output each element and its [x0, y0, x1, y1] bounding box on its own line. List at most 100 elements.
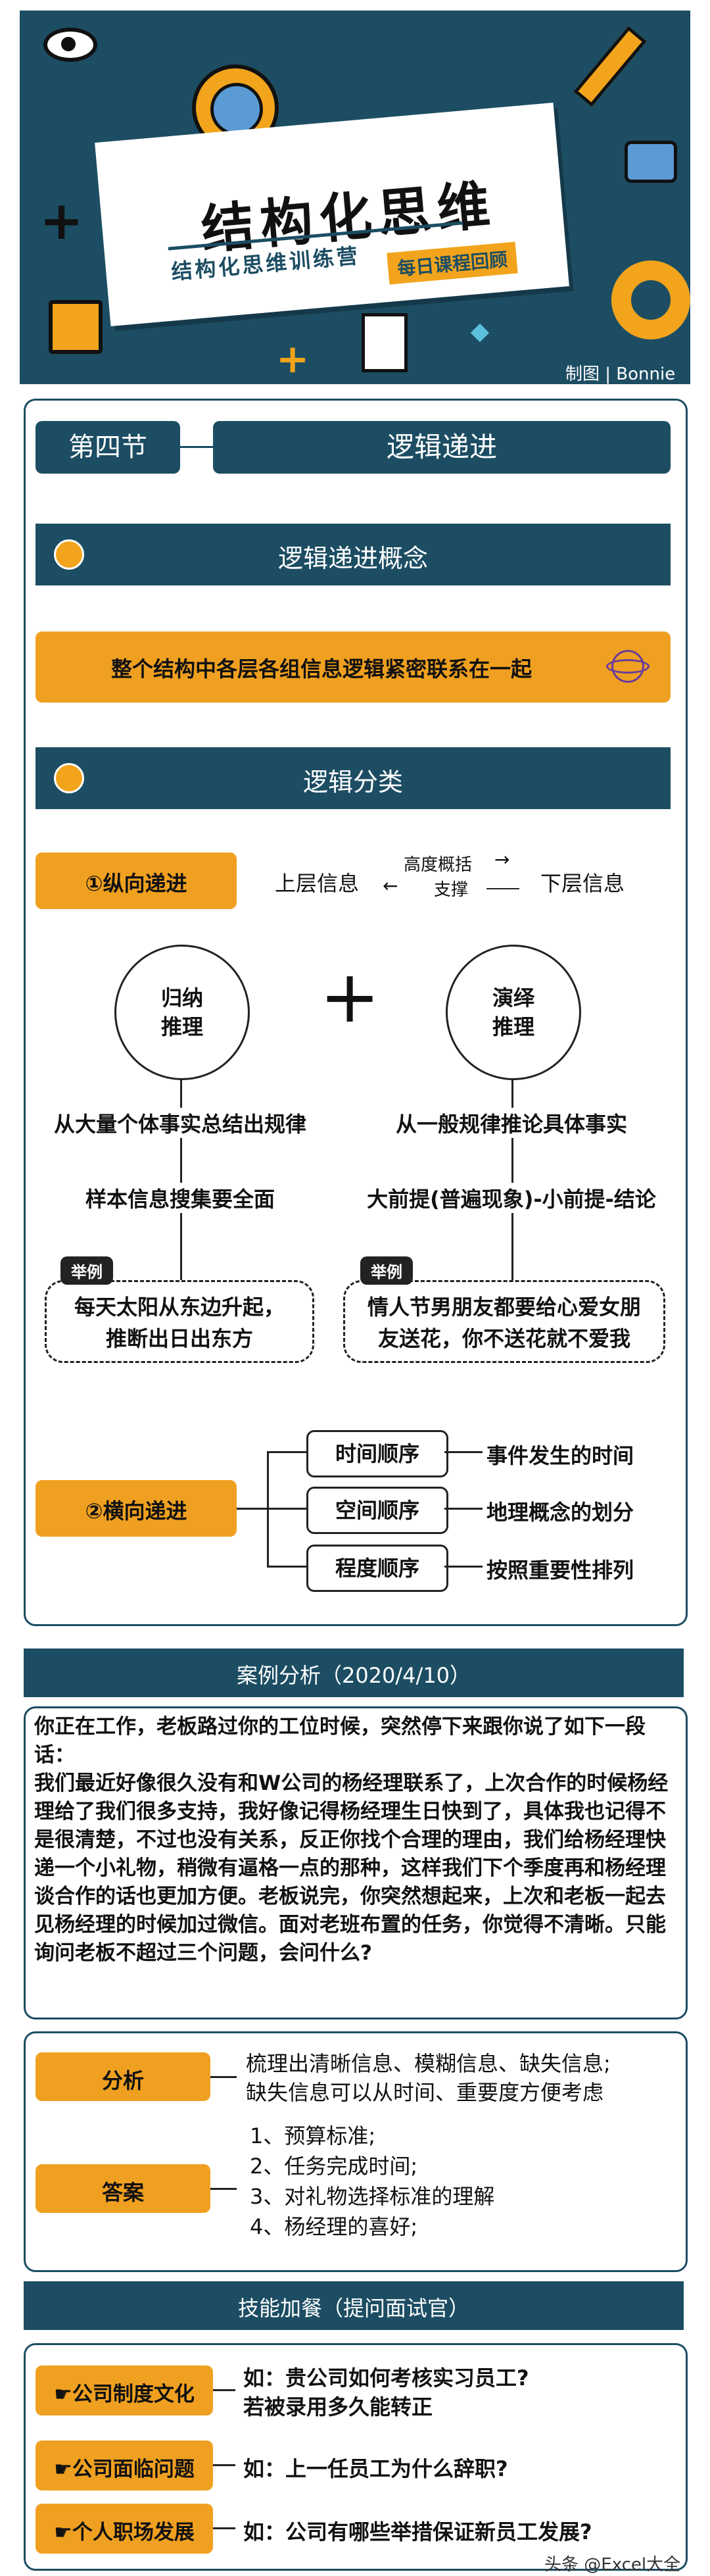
deduction-example-tag: 举例 [360, 1256, 413, 1285]
up-arrow-label: 高度概括 [404, 855, 473, 875]
watermark: 头条 @Excel大全 [544, 2555, 681, 2575]
skill-3-line-1: 如：公司有哪些举措保证新员工发展? [243, 2519, 592, 2544]
induction-example-tag: 举例 [60, 1256, 113, 1285]
horizontal-desc-2: 地理概念的划分 [486, 1500, 634, 1525]
header-credit: 制图 | Bonnie [565, 364, 676, 384]
horizontal-item-2: 空间顺序 [335, 1498, 419, 1523]
down-arrow-label: 支撑 [434, 880, 469, 900]
classify-bullet-icon [54, 763, 84, 793]
lower-info: 下层信息 [540, 871, 625, 896]
case-heading-bar [24, 1648, 684, 1697]
answer-3: 3、对礼物选择标准的理解 [250, 2184, 495, 2209]
folder-icon [49, 300, 103, 354]
deduction-example-2: 友送花，你不送花就不爱我 [377, 1326, 630, 1351]
deduction-title-2: 推理 [492, 1014, 534, 1039]
deduction-example-box: 情人节男朋友都要给心爱女朋 友送花，你不送花就不爱我 [343, 1280, 665, 1363]
pencil-icon [573, 26, 647, 107]
induction-point-1: 从大量个体事实总结出规律 [42, 1108, 318, 1138]
header-banner: + ✦ + ✦ 结构化思维 结构化思维训练营 每日课程回顾 制图 | Bonni… [20, 11, 690, 384]
concept-bullet-icon [54, 539, 84, 570]
left-arrow-icon: ← [383, 875, 398, 897]
skill-2-label-box [36, 2440, 213, 2490]
eye-icon [43, 28, 97, 62]
concept-definition: 整个结构中各层各组信息逻辑紧密联系在一起 [110, 656, 532, 681]
horizontal-desc-1: 事件发生的时间 [486, 1443, 634, 1468]
case-heading: 案例分析（2020/4/10） [236, 1663, 471, 1688]
skill-3-connector [213, 2527, 235, 2529]
skill-heading: 技能加餐（提问面试官） [237, 2296, 469, 2321]
plus-small-icon: + [276, 336, 310, 382]
induction-example-box: 每天太阳从东边升起， 推断出日出东方 [45, 1280, 314, 1363]
chat-bubble-icon [625, 141, 677, 183]
concept-heading: 逻辑递进概念 [277, 544, 428, 573]
skill-1-line-2: 若被录用多久能转正 [243, 2394, 433, 2419]
branch-2 [267, 1508, 306, 1510]
right-arrow-icon: → [494, 849, 510, 870]
deduction-example-1: 情人节男朋友都要给心爱女朋 [367, 1295, 641, 1320]
skill-1-connector [213, 2389, 235, 2391]
concept-heading-bar [36, 524, 671, 585]
deduction-title-1: 演绎 [492, 985, 534, 1010]
induction-example-1: 每天太阳从东边升起， [74, 1295, 285, 1320]
skill-3-label: ☛个人职场发展 [54, 2521, 195, 2544]
document-icon [362, 313, 408, 372]
horizontal-item-1-box: 时间顺序 [306, 1430, 448, 1477]
answer-connector [210, 2188, 237, 2190]
induction-point-2: 样本信息搜集要全面 [42, 1183, 318, 1213]
deduction-circle: 演绎推理 [446, 945, 581, 1080]
case-body-panel [24, 1706, 688, 2019]
answer-4: 4、杨经理的喜好; [250, 2214, 418, 2239]
answer-label: 答案 [101, 2180, 144, 2205]
induction-example-2: 推断出日出东方 [105, 1326, 253, 1351]
horizontal-item-1: 时间顺序 [335, 1441, 419, 1466]
deduction-line [511, 1079, 513, 1237]
classify-heading: 逻辑分类 [302, 768, 403, 797]
plus-icon: + [39, 190, 84, 251]
horizontal-item-3: 程度顺序 [335, 1556, 419, 1581]
horizontal-label: ②横向递进 [85, 1499, 187, 1523]
horizontal-desc-3: 按照重要性排列 [486, 1558, 634, 1583]
desc-line-3 [444, 1566, 483, 1568]
analysis-connector [210, 2076, 237, 2078]
answer-2: 2、任务完成时间; [250, 2154, 418, 2179]
induction-title-1: 归纳 [160, 985, 203, 1010]
ring-icon [611, 260, 690, 339]
vertical-label-box [36, 853, 237, 909]
classify-heading-bar [36, 747, 671, 809]
case-body: 你正在工作，老板路过你的工位时候，突然停下来跟你说了如下一段话： 我们最近好像很… [34, 1715, 669, 1965]
induction-line-lower [180, 1237, 182, 1280]
answer-label-box [36, 2164, 210, 2213]
atom-ring-icon [606, 659, 650, 674]
vertical-label: ①纵向递进 [85, 871, 187, 896]
induction-title-2: 推理 [160, 1014, 203, 1039]
branch-3 [267, 1566, 306, 1568]
skill-1-label-box [36, 2365, 213, 2415]
arrow-line [486, 888, 519, 889]
skill-heading-bar [24, 2281, 684, 2330]
diamond-icon [470, 323, 490, 343]
horizontal-item-3-box: 程度顺序 [306, 1545, 448, 1592]
branch-1 [267, 1451, 306, 1453]
section-connector [180, 446, 213, 448]
analysis-label: 分析 [101, 2068, 144, 2093]
concept-definition-box [36, 632, 671, 703]
induction-circle: 归纳推理 [114, 945, 250, 1080]
upper-info: 上层信息 [275, 871, 360, 896]
skill-2-line-1: 如：上一任员工为什么辞职? [243, 2456, 508, 2481]
answer-1: 1、预算标准; [250, 2123, 376, 2148]
horizontal-item-2-box: 空间顺序 [306, 1487, 448, 1534]
desc-line-1 [444, 1451, 483, 1453]
skill-2-label: ☛公司面临问题 [54, 2458, 195, 2481]
horizontal-connector [237, 1508, 268, 1510]
section-number: 第四节 [36, 421, 180, 474]
plus-sign: + [320, 954, 381, 1039]
skill-1-label: ☛公司制度文化 [54, 2383, 195, 2406]
skill-2-connector [213, 2464, 235, 2466]
section-name: 逻辑递进 [213, 421, 671, 474]
deduction-point-1: 从一般规律推论具体事实 [368, 1108, 655, 1138]
analysis-line-2: 缺失信息可以从时间、重要度方便考虑 [246, 2080, 604, 2105]
desc-line-2 [444, 1508, 483, 1510]
skill-1-line-1: 如：贵公司如何考核实习员工? [243, 2365, 529, 2390]
deduction-point-2: 大前提(普遍现象)-小前提-结论 [355, 1183, 668, 1213]
horizontal-label-box [36, 1480, 237, 1537]
